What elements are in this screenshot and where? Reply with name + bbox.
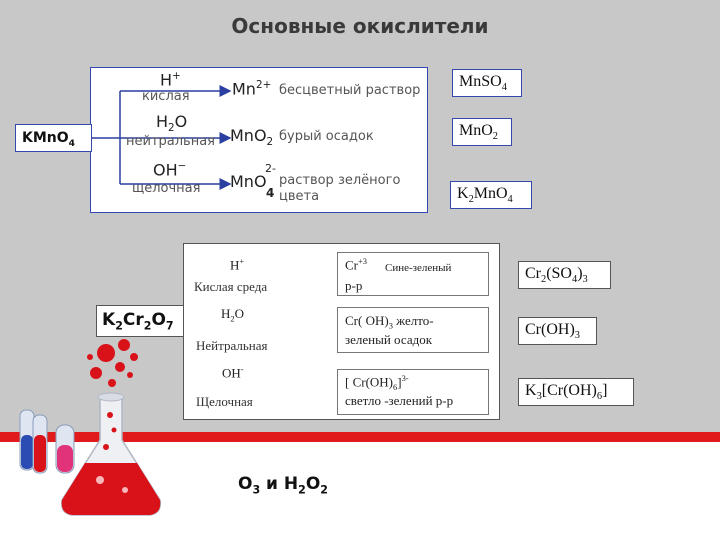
kmno4-reagent-box: KMnO4	[15, 124, 92, 152]
cr-neutral-product-base: Cr( OH)	[345, 313, 389, 328]
kmno4-neutral-ion-h: H	[156, 112, 169, 131]
cr-acid-condition: H+	[230, 256, 244, 273]
kmno4-alkaline-medium: щелочная	[132, 181, 201, 196]
bubble	[90, 367, 102, 379]
cr-neutral-ion-sub: 2	[230, 313, 235, 324]
cr-alkaline-product: [ Cr(OH)6]3-	[345, 373, 409, 392]
kmno4-neutral-condition: H2O	[156, 112, 187, 134]
flask-rim	[97, 392, 125, 402]
cr-neutral-desc-2: зеленый осадок	[345, 332, 433, 347]
cr-acid-product-box	[337, 252, 489, 296]
bubble	[103, 444, 109, 450]
bubble	[118, 339, 130, 351]
cr-neutral-condition: H2O	[221, 306, 244, 324]
cr-acid-product-base: Cr	[345, 257, 358, 273]
cr-neutral-product-box	[337, 307, 489, 353]
cr-alkaline-condition: OH-	[222, 364, 244, 381]
kmno4-alkaline-charge-label: 2-	[265, 162, 276, 175]
bubble	[115, 362, 125, 372]
kmno4-acid-condition: H+	[160, 70, 181, 89]
test-tube-middle-liquid	[34, 435, 46, 472]
test-tube-right-liquid	[57, 445, 73, 472]
cr-alkaline-charge: -	[240, 364, 244, 374]
cr-alkaline-product-box	[337, 369, 489, 415]
cr-neutral-desc-inline: желто-	[396, 313, 434, 328]
cr-alkaline-product-base: [ Cr(OH)	[345, 374, 394, 390]
kmno4-label: KMnO4	[22, 130, 75, 149]
bubble	[130, 353, 138, 361]
cr-neutral-product-sub: 3	[388, 320, 393, 331]
kmno4-acid-product-charge: 2+	[255, 79, 272, 91]
formula-mno2-box: MnO2	[452, 118, 512, 146]
cr-alkaline-medium: Щелочная	[196, 394, 253, 409]
kmno4-neutral-ion-sub: 2	[168, 122, 175, 135]
test-tube-left-liquid	[21, 435, 33, 469]
kmno4-acid-desc: бесцветный раствор	[279, 83, 421, 98]
bubble	[127, 372, 133, 378]
kmno4-acid-product-base: Mn	[232, 79, 256, 99]
kmno4-neutral-ion-o: O	[174, 112, 188, 131]
bubble	[96, 476, 104, 484]
kmno4-alkaline-product-base: MnO	[230, 172, 267, 191]
bubble	[111, 427, 117, 433]
cr-alkaline-product-bracket: ]	[397, 374, 402, 390]
k2cr2o7-reagent-box: K2Cr2O7	[96, 305, 184, 337]
cr-acid-desc-inline: Сине-зеленый	[385, 262, 452, 274]
kmno4-neutral-product-sub: 2	[266, 136, 274, 149]
cr-acid-desc-2: р-р	[345, 278, 363, 293]
bubble	[97, 344, 115, 362]
cr-neutral-ion-o: O	[234, 306, 244, 321]
cr-acid-product-charge: +3	[358, 256, 367, 266]
kmno4-alkaline-desc-2: цвета	[279, 189, 320, 204]
kmno4-alkaline-product: MnO	[230, 172, 267, 191]
cr-acid-product: Cr+3	[345, 256, 367, 273]
kmno4-acid-charge: +	[172, 70, 181, 82]
kmno4-alkaline-desc-1: раствор зелёного	[279, 173, 401, 188]
cr-neutral-product: Cr( OH)3 желто-	[345, 313, 434, 331]
cr-alkaline-desc-2: светло -зелений р-р	[345, 393, 454, 408]
bubble	[87, 354, 93, 360]
kmno4-neutral-desc: бурый осадок	[279, 129, 374, 144]
formula-k3croh6-box: K3[Cr(OH)6]	[518, 378, 634, 406]
kmno4-neutral-product-base: MnO	[230, 126, 267, 145]
other-oxidizers-label: O3 и H2O2	[238, 474, 328, 497]
kmno4-acid-medium: кислая	[142, 89, 190, 104]
cr-alkaline-product-charge: 3-	[401, 373, 409, 383]
bubble	[108, 379, 116, 387]
cr-alkaline-product-sub: 6	[393, 381, 398, 392]
kmno4-neutral-product: MnO2	[230, 126, 273, 148]
cr-acid-charge: +	[239, 256, 245, 266]
flask-liquid	[61, 463, 161, 515]
kmno4-neutral-medium: нейтральная	[126, 134, 215, 149]
cr-acid-medium: Кислая среда	[194, 279, 268, 294]
cr-neutral-medium: Нейтральная	[196, 338, 268, 353]
kmno4-alkaline-ion: OH	[153, 160, 178, 180]
kmno4-acid-product: Mn2+	[232, 79, 271, 98]
kmno4-alkaline-charge: −	[177, 160, 187, 172]
formula-mnso4-box: MnSO4	[452, 69, 522, 97]
bubble	[107, 412, 113, 418]
kmno4-alkaline-condition: OH−	[153, 160, 186, 179]
kmno4-alkaline-subscript: 4	[266, 186, 275, 200]
formula-cr2so43-box: Cr2(SO4)3	[518, 261, 611, 289]
red-divider-line	[0, 432, 720, 442]
cr-neutral-ion-h: H	[221, 306, 231, 321]
formula-k2mno4-box: K2MnO4	[450, 181, 532, 209]
cr-acid-ion: H	[230, 257, 240, 273]
formula-croh3-box: Cr(OH)3	[518, 317, 597, 345]
chemistry-flask-illustration	[19, 339, 162, 516]
cr-alkaline-ion: OH	[222, 365, 241, 381]
slide-title: Основные окислители	[231, 14, 489, 38]
bubble	[122, 487, 128, 493]
kmno4-acid-ion: H	[160, 70, 173, 90]
